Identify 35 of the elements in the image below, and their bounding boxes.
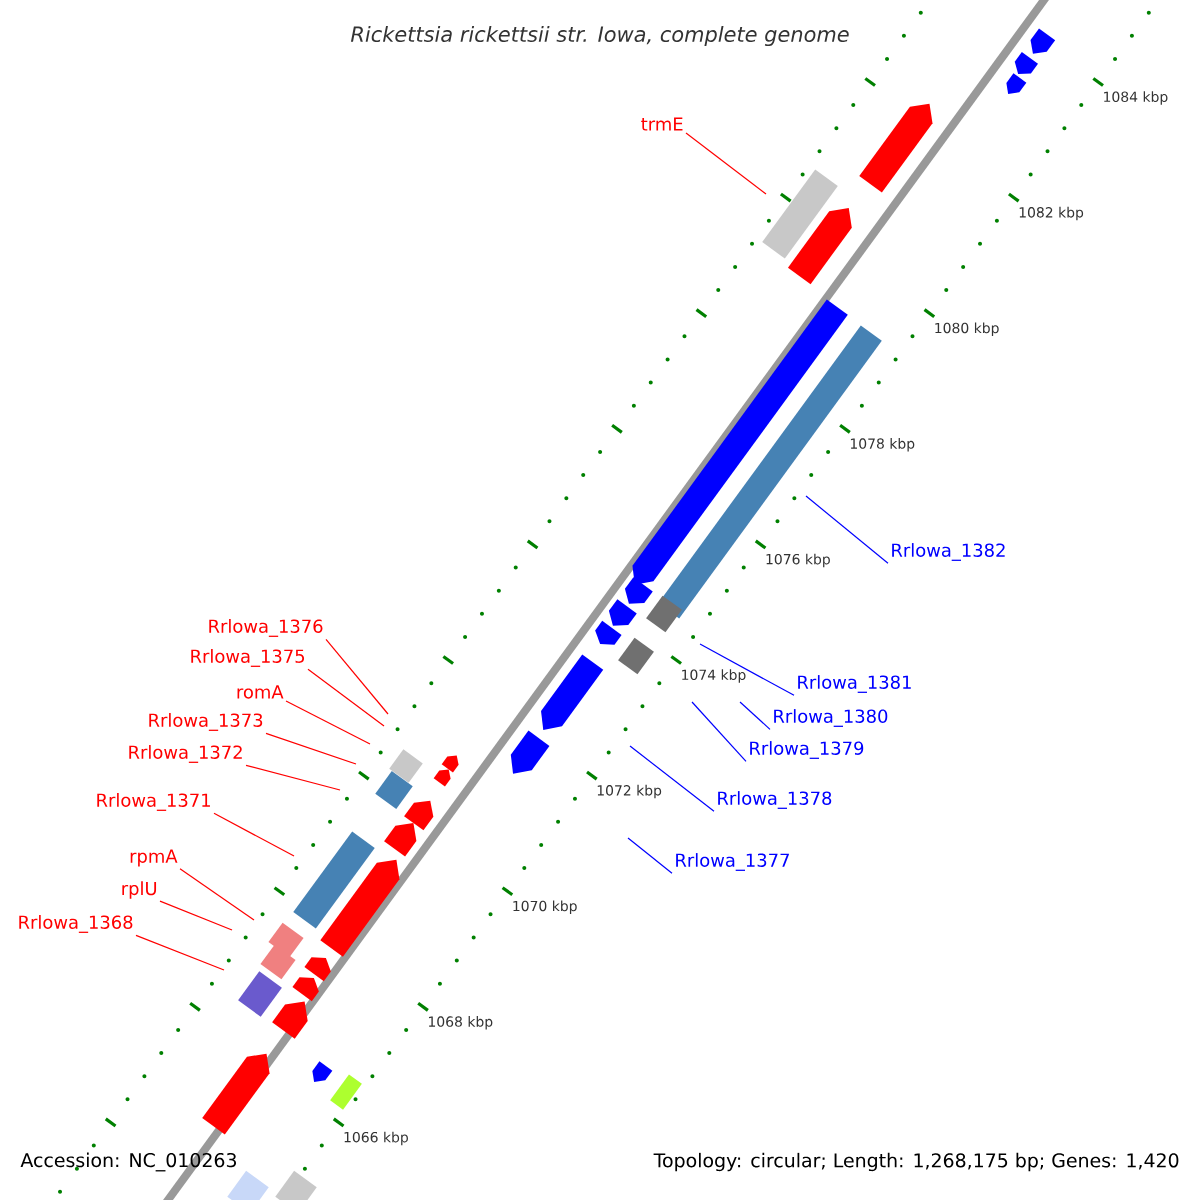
gene-label: Rrlowa_1371 — [97, 793, 210, 811]
gene-label: Rrlowa_1373 — [149, 713, 263, 731]
gene-label: Rrlowa_1378 — [718, 791, 832, 809]
accession-label: Accession: NC_010263 — [20, 1152, 236, 1172]
leader-line — [285, 700, 371, 745]
gene-label: Rrlowa_1380 — [774, 709, 888, 727]
gene-label: rpmA — [130, 849, 178, 867]
genome-info: Topology: circular; Length: 1,268,175 bp; Genes: 1,420 — [653, 1152, 1179, 1172]
gene-label: rplU — [122, 881, 157, 899]
leader-line — [629, 745, 715, 812]
leader-line — [135, 934, 225, 971]
leader-line — [265, 732, 357, 765]
leader-line — [805, 495, 889, 564]
leader-line — [627, 837, 673, 874]
gene-label: romA — [237, 685, 284, 699]
title: Rickettsia rickettsii str. Iowa, complete genome — [350, 25, 849, 47]
leader-line — [179, 868, 255, 921]
leader-line — [691, 701, 747, 762]
leader-line — [307, 668, 385, 727]
gene-label: Rrlowa_1381 — [798, 675, 911, 693]
leader-line — [685, 132, 767, 195]
leader-line — [159, 900, 233, 931]
leader-line — [739, 701, 771, 730]
gene-label: Rrlowa_1375 — [191, 649, 305, 667]
leader-line — [699, 643, 795, 696]
gene-label: Rrlowa_1377 — [676, 853, 789, 871]
gene-label: Rrlowa_1382 — [892, 543, 1005, 561]
leader-line — [213, 812, 295, 857]
gene-label: Rrlowa_1379 — [750, 741, 864, 759]
gene-label: Rrlowa_1376 — [209, 619, 323, 637]
gene-label: trmE — [641, 117, 683, 131]
gene-label: Rrlowa_1368 — [19, 915, 133, 933]
leader-line — [245, 764, 341, 791]
gene-label: Rrlowa_1372 — [129, 745, 242, 763]
leader-line — [325, 638, 389, 715]
